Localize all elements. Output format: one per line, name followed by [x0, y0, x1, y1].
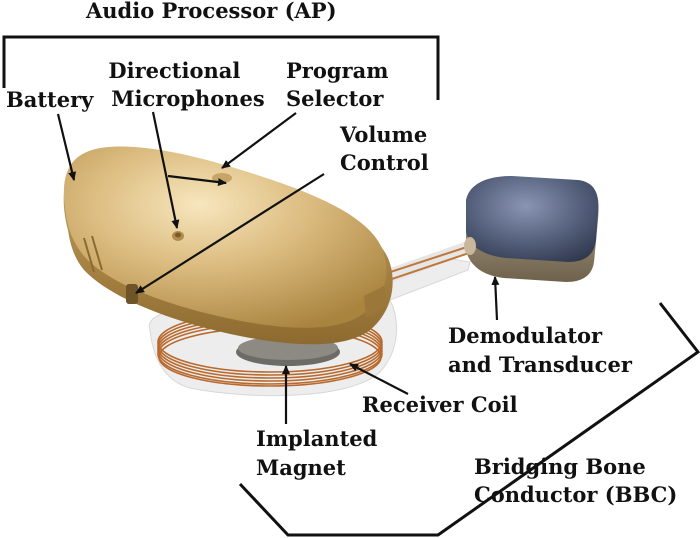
demodulator-transducer-label: Demodulator and Transducer	[448, 323, 633, 377]
bbc-line-1: Bridging Bone	[474, 454, 646, 479]
battery-arrow	[56, 113, 77, 181]
demodulator-transducer-device	[464, 176, 599, 282]
demodulator-arrow	[491, 276, 500, 321]
implanted-magnet-line-1: Implanted	[256, 426, 378, 451]
demodulator-line-1: Demodulator	[448, 323, 603, 348]
volume-control-line-1: Volume	[339, 122, 427, 147]
bbc-label: Bridging Bone Conductor (BBC)	[474, 454, 677, 507]
implanted-magnet-label: Implanted Magnet	[256, 426, 385, 480]
program-selector-line-1: Program	[286, 58, 388, 83]
program-selector-line-2: Selector	[286, 86, 384, 111]
pointer-arrows	[56, 111, 500, 424]
directional-microphones-line-1: Directional	[108, 58, 240, 83]
receiver-coil-arrow	[349, 363, 409, 395]
program-selector-arrow	[221, 112, 297, 169]
receiver-coil-label: Receiver Coil	[362, 392, 518, 417]
volume-control-line-2: Control	[340, 150, 429, 175]
directional-microphones-label: Directional Microphones	[108, 58, 264, 111]
volume-control-arrow	[135, 173, 325, 294]
microphone-arrow-left	[151, 111, 180, 229]
volume-control-label: Volume Control	[339, 122, 435, 175]
directional-microphones-line-2: Microphones	[111, 86, 265, 111]
microphone-arrow-right	[167, 174, 227, 187]
battery-label: Battery	[6, 87, 94, 112]
bbc-line-2: Conductor (BBC)	[474, 482, 677, 507]
ap-title: Audio Processor (AP)	[85, 0, 337, 23]
audio-processor-device	[63, 146, 393, 345]
transducer-leads	[377, 245, 473, 284]
program-selector-label: Program Selector	[286, 58, 396, 111]
implanted-magnet-line-2: Magnet	[256, 455, 346, 480]
bbc-bracket	[238, 302, 700, 537]
ap-bracket	[2, 35, 440, 100]
demodulator-line-2: and Transducer	[448, 352, 633, 377]
